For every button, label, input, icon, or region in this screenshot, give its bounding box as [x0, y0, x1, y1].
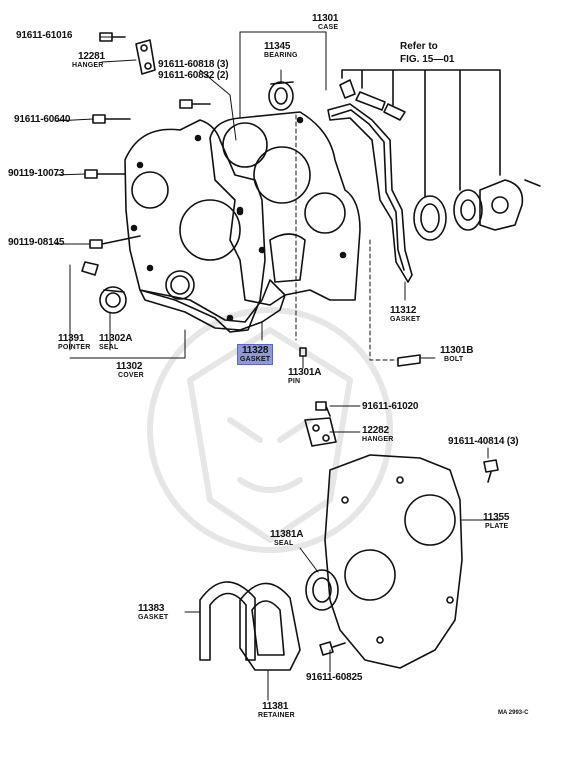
label-11345[interactable]: 11345 BEARING	[264, 41, 298, 60]
label-91611-40814[interactable]: 91611-40814 (3)	[448, 436, 519, 447]
bolt-91611-40814	[483, 459, 499, 483]
label-11381[interactable]: 11381 RETAINER	[258, 701, 295, 720]
label-11381A[interactable]: 11381A SEAL	[270, 529, 304, 548]
bolt-91611-61020	[315, 401, 331, 417]
label-91611-60640[interactable]: 91611-60640	[14, 114, 71, 125]
label-12281[interactable]: 12281 HANGER	[72, 51, 105, 70]
dowel-pin	[299, 347, 307, 357]
cover-seal	[99, 286, 127, 314]
label-91611-61020[interactable]: 91611-61020	[362, 401, 419, 412]
rear-seal	[305, 569, 339, 611]
end-plate	[324, 454, 463, 669]
stud-bolt-11301B	[397, 354, 421, 367]
rear-retainer	[239, 582, 301, 671]
label-11301[interactable]: 11301 CASE	[312, 13, 339, 32]
label-11355[interactable]: 11355 PLATE	[483, 512, 510, 531]
label-91611-60825[interactable]: 91611-60825	[306, 672, 363, 683]
label-refer-fig[interactable]: Refer to FIG. 15—01	[400, 41, 455, 65]
label-91611-61016[interactable]: 91611-61016	[16, 30, 73, 41]
bolt-91611-60818	[179, 99, 211, 109]
dashed-guides	[295, 114, 399, 361]
diagram-code: MA 2993-C	[498, 710, 529, 716]
label-12282[interactable]: 12282 HANGER	[362, 425, 394, 444]
label-91611-60832[interactable]: 91611-60832 (2)	[158, 70, 229, 81]
label-90119-08145[interactable]: 90119-08145	[8, 237, 65, 248]
bolt-90119-10073	[84, 169, 126, 179]
label-11391[interactable]: 11391 POINTER	[58, 333, 91, 352]
label-90119-10073[interactable]: 90119-10073	[8, 168, 65, 179]
bolt-91611-60825	[319, 641, 346, 656]
case-gasket	[327, 103, 413, 283]
timing-pointer	[81, 261, 99, 276]
watermark-emblem	[147, 307, 393, 553]
label-11301B[interactable]: 11301B BOLT	[440, 345, 474, 364]
bolt-91611-60640	[92, 114, 131, 124]
label-11302A[interactable]: 11302A SEAL	[99, 333, 133, 352]
label-11312[interactable]: 11312 GASKET	[390, 305, 421, 324]
label-11302[interactable]: 11302 COVER	[116, 361, 144, 380]
cover-gasket	[139, 279, 286, 331]
hanger-top	[135, 39, 156, 75]
label-91611-60818[interactable]: 91611-60818 (3)	[158, 59, 229, 70]
crank-gear-assembly	[339, 69, 541, 241]
bolt-90119-08145	[89, 235, 141, 249]
label-11383[interactable]: 11383 GASKET	[138, 603, 169, 622]
bearing	[268, 81, 294, 111]
timing-case	[209, 111, 361, 306]
label-11301A[interactable]: 11301A PIN	[288, 367, 322, 386]
label-11328-highlighted[interactable]: 11328 GASKET	[236, 344, 274, 365]
hanger-rear	[304, 417, 337, 447]
retainer-gasket	[199, 581, 256, 661]
leader-lines	[54, 31, 501, 701]
